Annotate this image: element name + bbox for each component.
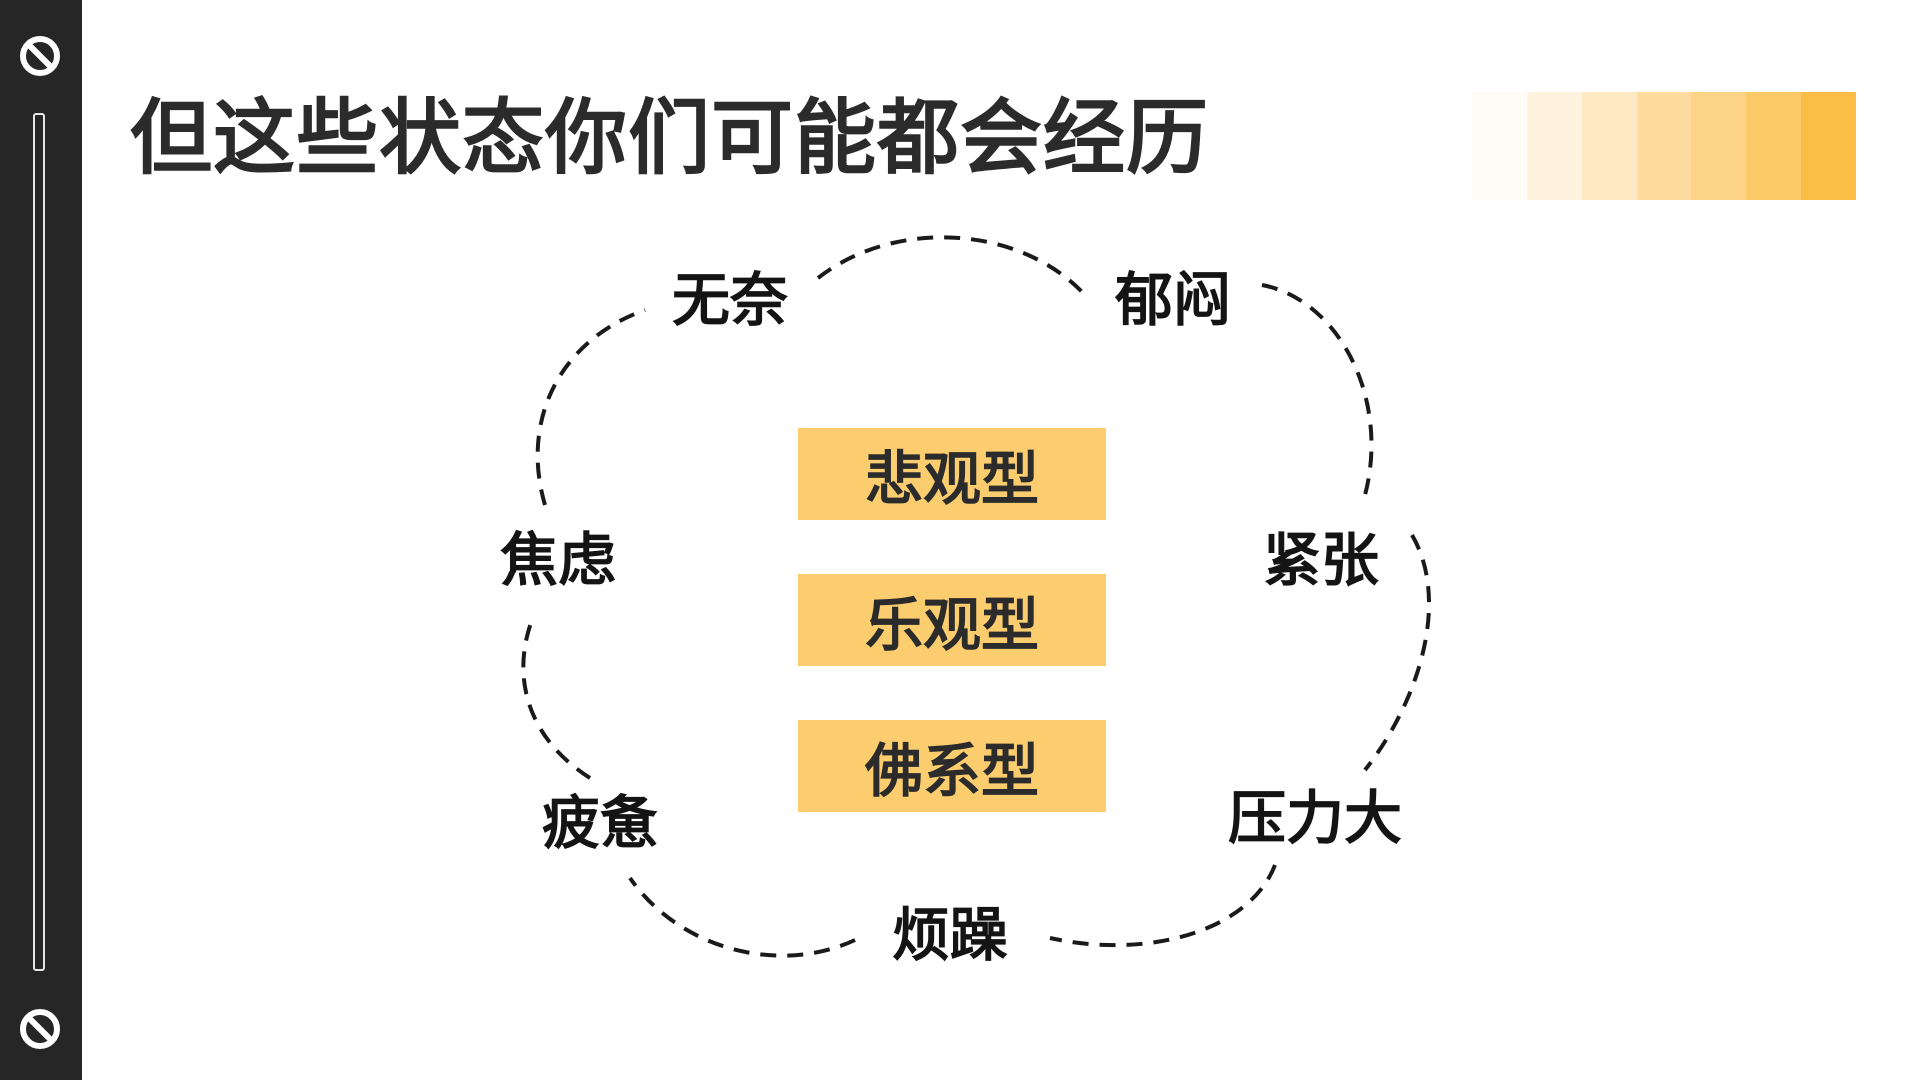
emotion-label: 疲惫 <box>541 789 659 857</box>
emotion-label: 压力大 <box>1227 784 1403 852</box>
gradient-block <box>1691 92 1747 200</box>
cloud-arc <box>1049 864 1277 948</box>
emotion-label: 烦躁 <box>891 901 1009 969</box>
gradient-block <box>1636 92 1692 200</box>
ring-icon <box>20 1009 60 1049</box>
cloud-arc <box>816 235 1087 297</box>
emotion-label: 郁闷 <box>1114 266 1232 334</box>
gradient-block <box>1472 92 1527 200</box>
cloud-arc <box>521 619 592 780</box>
sidebar <box>0 0 82 1080</box>
type-box-pessimistic: 悲观型 <box>798 428 1106 520</box>
cloud-arc <box>628 876 856 958</box>
gradient-block <box>1801 92 1857 200</box>
cloud-arc <box>535 308 646 506</box>
gradient-block <box>1746 92 1802 200</box>
ring-icon <box>20 36 60 76</box>
cloud-arc <box>1363 533 1431 772</box>
type-box-buddhist: 佛系型 <box>798 720 1106 812</box>
sidebar-track <box>33 113 45 971</box>
emotion-label: 焦虑 <box>499 526 617 594</box>
emotion-label: 无奈 <box>671 266 789 334</box>
decorative-gradient-strip <box>1472 92 1857 200</box>
emotion-label: 紧张 <box>1262 526 1380 594</box>
gradient-block <box>1526 92 1582 200</box>
page-title: 但这些状态你们可能都会经历 <box>130 91 1210 186</box>
gradient-block <box>1581 92 1637 200</box>
type-box-optimistic: 乐观型 <box>798 574 1106 666</box>
cloud-arc <box>1261 283 1374 496</box>
